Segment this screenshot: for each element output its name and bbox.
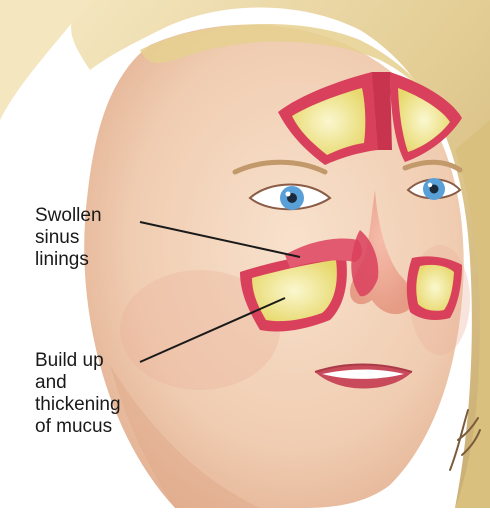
label-swollen-line-2: sinus [35,227,102,249]
label-mucus: Build up and thickening of mucus [35,350,121,438]
maxillary-sinus-right [407,256,462,320]
label-swollen-linings: Swollen sinus linings [35,205,102,271]
label-swollen-line-1: Swollen [35,205,102,227]
label-mucus-line-1: Build up [35,350,121,372]
label-swollen-line-3: linings [35,249,102,271]
label-mucus-line-2: and [35,372,121,394]
label-mucus-line-3: thickening [35,394,121,416]
label-mucus-line-4: of mucus [35,416,121,438]
